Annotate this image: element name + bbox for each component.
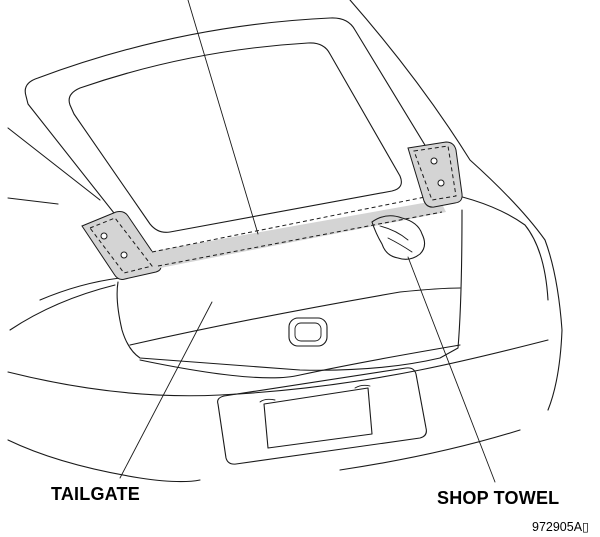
bumper-upper-line — [7, 339, 549, 397]
spoiler-masking-outline — [151, 195, 443, 267]
tailgate-lower-panel — [116, 209, 463, 371]
bumper-right-lower-line — [339, 429, 521, 471]
left-hinge-masked-area — [81, 211, 162, 280]
tailgate-label: TAILGATE — [51, 484, 140, 504]
right-hinge-masking-outline — [413, 145, 457, 201]
tailgate-lower-edge — [139, 344, 461, 379]
roof-edge-line — [7, 127, 101, 201]
right-hinge-bolt — [430, 157, 438, 165]
license-plate — [263, 387, 373, 449]
left-hinge-masking-outline — [89, 217, 153, 274]
left-hinge-bolt — [100, 232, 108, 240]
right-hinge-bolt — [437, 179, 445, 187]
license-plate-bolt-line — [259, 384, 371, 403]
shop-towel-icon — [371, 215, 426, 260]
strip-leader-line — [187, 0, 259, 235]
emblem-outer — [288, 317, 328, 347]
left-hinge-bolt — [120, 251, 128, 259]
figure-code: 972905A▯ — [532, 520, 589, 534]
body-side-line — [39, 277, 121, 301]
tailgate-belt-line — [129, 287, 461, 346]
spoiler-masked-strip — [148, 200, 446, 268]
body-side-line-lower — [9, 284, 116, 331]
shop-towel-label: SHOP TOWEL — [437, 488, 560, 508]
shop-towel-leader-line — [407, 256, 496, 483]
right-hinge-masked-area — [407, 141, 463, 208]
bumper-lower-line — [7, 439, 201, 483]
right-body-inner-contour — [429, 189, 549, 301]
window-glass — [68, 42, 402, 233]
license-recess — [217, 367, 427, 465]
emblem-inner — [294, 322, 322, 342]
roof-edge-line-lower — [7, 197, 59, 205]
shop-towel-fold — [379, 225, 413, 253]
tailgate-leader-line — [119, 301, 213, 479]
right-body-contour — [349, 0, 563, 411]
